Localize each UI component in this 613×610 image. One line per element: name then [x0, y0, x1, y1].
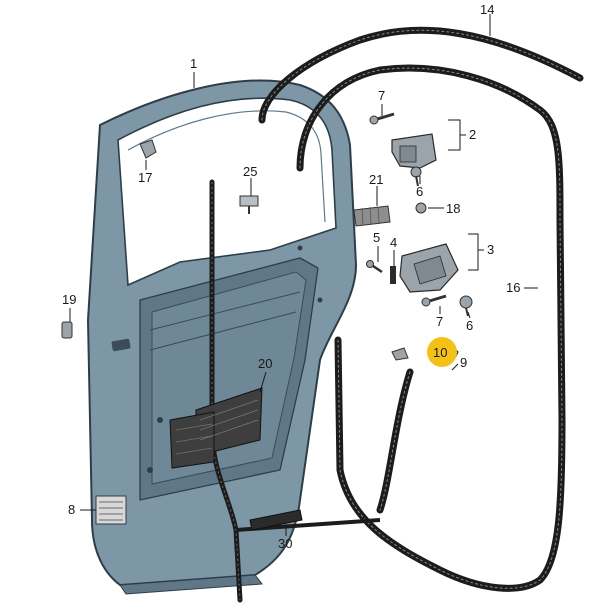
callout-17: 17	[138, 170, 152, 185]
hinge-upper-2	[391, 133, 437, 169]
highlight-marker	[427, 337, 457, 367]
bolt-5	[366, 260, 383, 274]
callout-18: 18	[446, 201, 460, 216]
callout-25: 25	[243, 164, 257, 179]
callout-5: 5	[373, 230, 380, 245]
callout-7-upper: 7	[378, 88, 385, 103]
seal-strip-9	[376, 368, 414, 514]
callout-16: 16	[506, 280, 520, 295]
callout-1: 1	[190, 56, 197, 71]
callout-21: 21	[369, 172, 383, 187]
trim-strip-30	[249, 509, 303, 531]
bolt-6-lower	[459, 295, 473, 317]
callout-10: 10	[433, 345, 447, 360]
plug-19	[61, 321, 73, 339]
callout-3: 3	[487, 242, 494, 257]
callout-8: 8	[68, 502, 75, 517]
clip-25	[239, 195, 259, 214]
callout-20: 20	[258, 356, 272, 371]
bolt-18	[415, 202, 427, 214]
callout-9: 9	[460, 355, 467, 370]
callout-6-lower: 6	[466, 318, 473, 333]
callout-30: 30	[278, 536, 292, 551]
callout-19: 19	[62, 292, 76, 307]
pin-4	[390, 266, 396, 284]
bolt-7-upper	[369, 112, 395, 125]
door-shell	[86, 79, 358, 595]
vent-grille-8	[95, 495, 127, 525]
leader-lines	[69, 14, 538, 536]
callout-2: 2	[469, 127, 476, 142]
callout-14: 14	[480, 2, 494, 17]
bolt-7-lower	[421, 294, 447, 307]
callout-labels: 1 14 2 7 6 3 18 5 4 7 6 16 10 9 17 25 21…	[62, 2, 520, 551]
buffer-21	[353, 205, 391, 227]
bolt-6-upper	[410, 166, 422, 187]
insulation-pad-20	[169, 387, 263, 469]
clip-17	[139, 139, 157, 159]
hinge-lower-3	[399, 243, 459, 293]
callout-4: 4	[390, 235, 397, 250]
clip-10	[391, 347, 409, 361]
door-seal-upper	[258, 26, 584, 124]
door-seal-frame	[296, 64, 566, 592]
callout-7-lower: 7	[436, 314, 443, 329]
callout-6-upper: 6	[416, 184, 423, 199]
